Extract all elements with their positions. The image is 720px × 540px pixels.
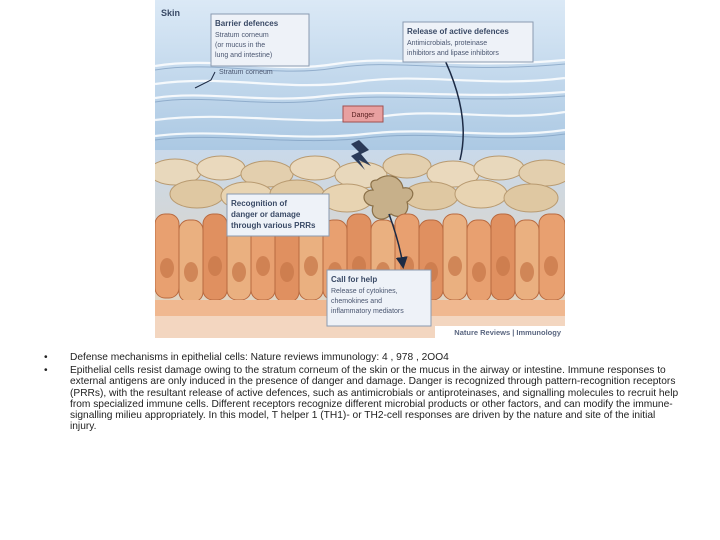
call-line: Release of cytokines, xyxy=(331,288,398,295)
danger-label: Danger xyxy=(352,112,376,119)
call-title: Call for help xyxy=(331,275,377,284)
barrier-line: (or mucus in the xyxy=(215,42,265,49)
call-for-help-box: Call for help Release of cytokines, chem… xyxy=(327,270,431,326)
call-line: inflammatory mediators xyxy=(331,308,404,315)
epithelial-defence-diagram: Skin Barrier defences Stratum corneum (o… xyxy=(155,0,565,338)
recognition-line: Recognition of xyxy=(231,199,287,208)
release-title: Release of active defences xyxy=(407,27,509,36)
list-item: • Defense mechanisms in epithelial cells… xyxy=(44,352,684,363)
danger-box: Danger xyxy=(343,106,383,122)
barrier-defences-box: Barrier defences Stratum corneum (or muc… xyxy=(211,14,309,66)
list-item: • Epithelial cells resist damage owing t… xyxy=(44,365,684,432)
barrier-line: lung and intestine) xyxy=(215,52,272,59)
bullet-marker: • xyxy=(44,352,70,363)
release-line: inhibitors and lipase inhibitors xyxy=(407,50,499,57)
bullet-marker: • xyxy=(44,365,70,432)
description-text: Epithelial cells resist damage owing to … xyxy=(70,365,684,432)
panel-label-skin: Skin xyxy=(161,8,180,18)
recognition-line: through various PRRs xyxy=(231,221,316,230)
figure-credit: Nature Reviews | Immunology xyxy=(454,328,562,337)
barrier-line: Stratum corneum xyxy=(215,32,269,39)
citation-text: Defense mechanisms in epithelial cells: … xyxy=(70,352,684,363)
stratum-corneum-label: Stratum corneum xyxy=(219,69,273,76)
recognition-box: Recognition of danger or damage through … xyxy=(227,194,329,236)
release-defences-box: Release of active defences Antimicrobial… xyxy=(403,22,533,62)
recognition-line: danger or damage xyxy=(231,210,301,219)
caption-bullet-list: • Defense mechanisms in epithelial cells… xyxy=(44,352,684,434)
barrier-title: Barrier defences xyxy=(215,19,279,28)
call-line: chemokines and xyxy=(331,298,382,305)
release-line: Antimicrobials, proteinase xyxy=(407,40,487,47)
